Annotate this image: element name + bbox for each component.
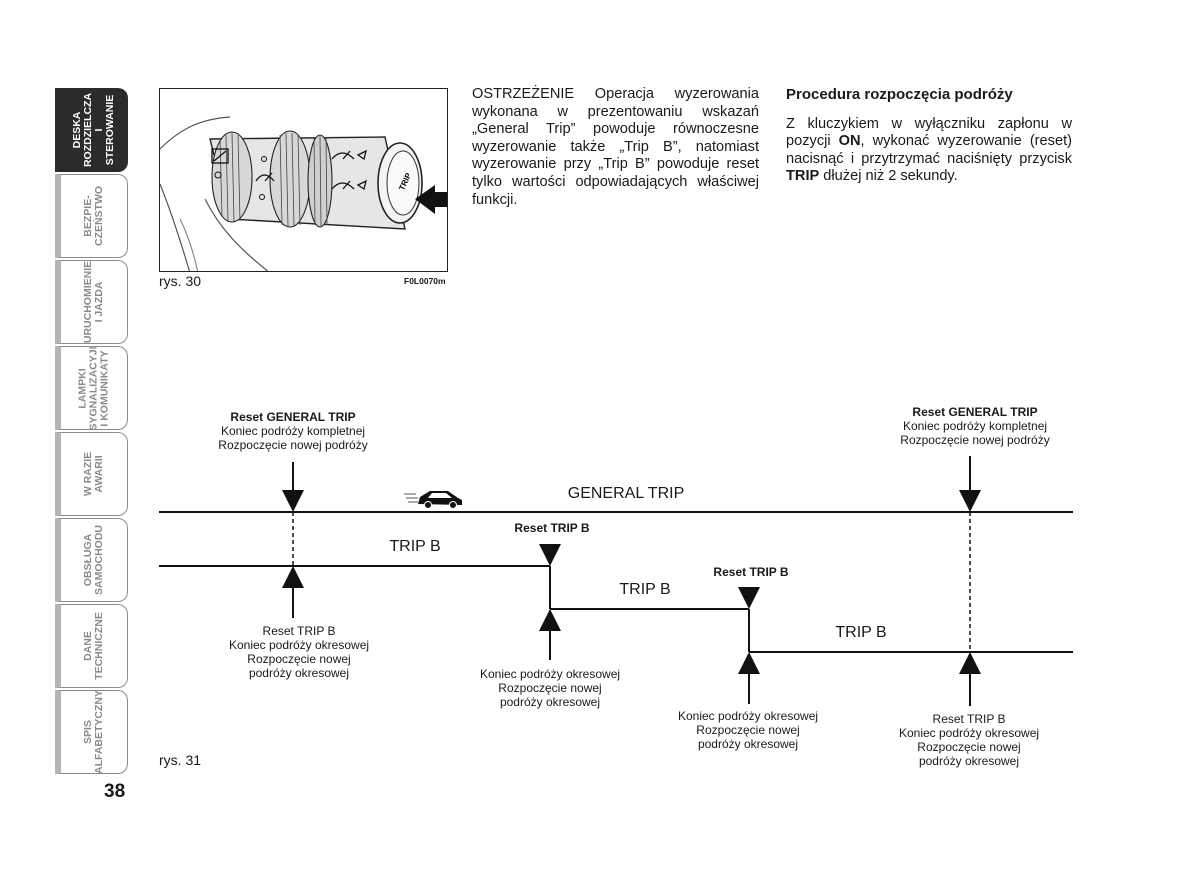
stalk-illustration: TRIP xyxy=(160,116,447,271)
page-number: 38 xyxy=(104,781,126,802)
trip-b-end-note-1: Koniec podróży okresowej Rozpoczęcie now… xyxy=(479,667,621,709)
figure-30-image: TRIP xyxy=(159,88,448,272)
figure-30-code: F0L0070m xyxy=(404,276,446,286)
tab-obsluga[interactable]: OBSŁUGA SAMOCHODU xyxy=(55,518,128,602)
reset-trip-b-note-1: Reset TRIP B xyxy=(514,521,590,535)
tab-bezpieczenstwo[interactable]: BEZPIE- CZEŃSTWO xyxy=(55,174,128,258)
reset-general-right-note: Reset GENERAL TRIP Koniec podróży komple… xyxy=(900,405,1050,447)
procedure-heading: Procedura rozpoczęcia podróży xyxy=(786,86,1013,103)
tab-uruchomienie[interactable]: URUCHOMIENIE I JAZDA xyxy=(55,260,128,344)
tab-spis-alfabetyczny[interactable]: SPIS ALFABETYCZNY xyxy=(55,690,128,774)
figure-31-caption: rys. 31 xyxy=(159,752,202,768)
reset-general-left-note: Reset GENERAL TRIP Koniec podróży komple… xyxy=(218,410,368,452)
tab-w-razie-awarii[interactable]: W RAZIE AWARII xyxy=(55,432,128,516)
procedure-text: Z kluczykiem w wyłączniku zapłonu w pozy… xyxy=(786,115,1072,185)
trip-b-end-note-2: Koniec podróży okresowej Rozpoczęcie now… xyxy=(677,709,819,751)
warning-paragraph: OSTRZEŻENIE Operacja wyzerowania wykonan… xyxy=(472,86,759,208)
trip-b-label-2: TRIP B xyxy=(619,581,671,598)
reset-trip-b-note-2: Reset TRIP B xyxy=(713,565,789,579)
trip-b-reset-note-left: Reset TRIP B Koniec podróży okresowej Ro… xyxy=(228,624,370,680)
car-icon xyxy=(404,491,462,509)
trip-b-label-3: TRIP B xyxy=(835,624,887,641)
figure-30-caption: rys. 30 xyxy=(159,273,202,289)
tab-deska-rozdzielcza[interactable]: DESKA ROZDZIELCZA I STEROWANIE xyxy=(55,88,128,172)
general-trip-label: GENERAL TRIP xyxy=(567,485,685,502)
tab-lampki[interactable]: LAMPKI SYGNALIZACYJNE I KOMUNIKATY xyxy=(55,346,128,430)
trip-b-label-1: TRIP B xyxy=(389,538,441,555)
tab-dane-techniczne[interactable]: DANE TECHNICZNE xyxy=(55,604,128,688)
procedure-section: Procedura rozpoczęcia podróży Z kluczyki… xyxy=(786,86,1072,186)
trip-b-reset-note-right: Reset TRIP B Koniec podróży okresowej Ro… xyxy=(898,712,1040,768)
